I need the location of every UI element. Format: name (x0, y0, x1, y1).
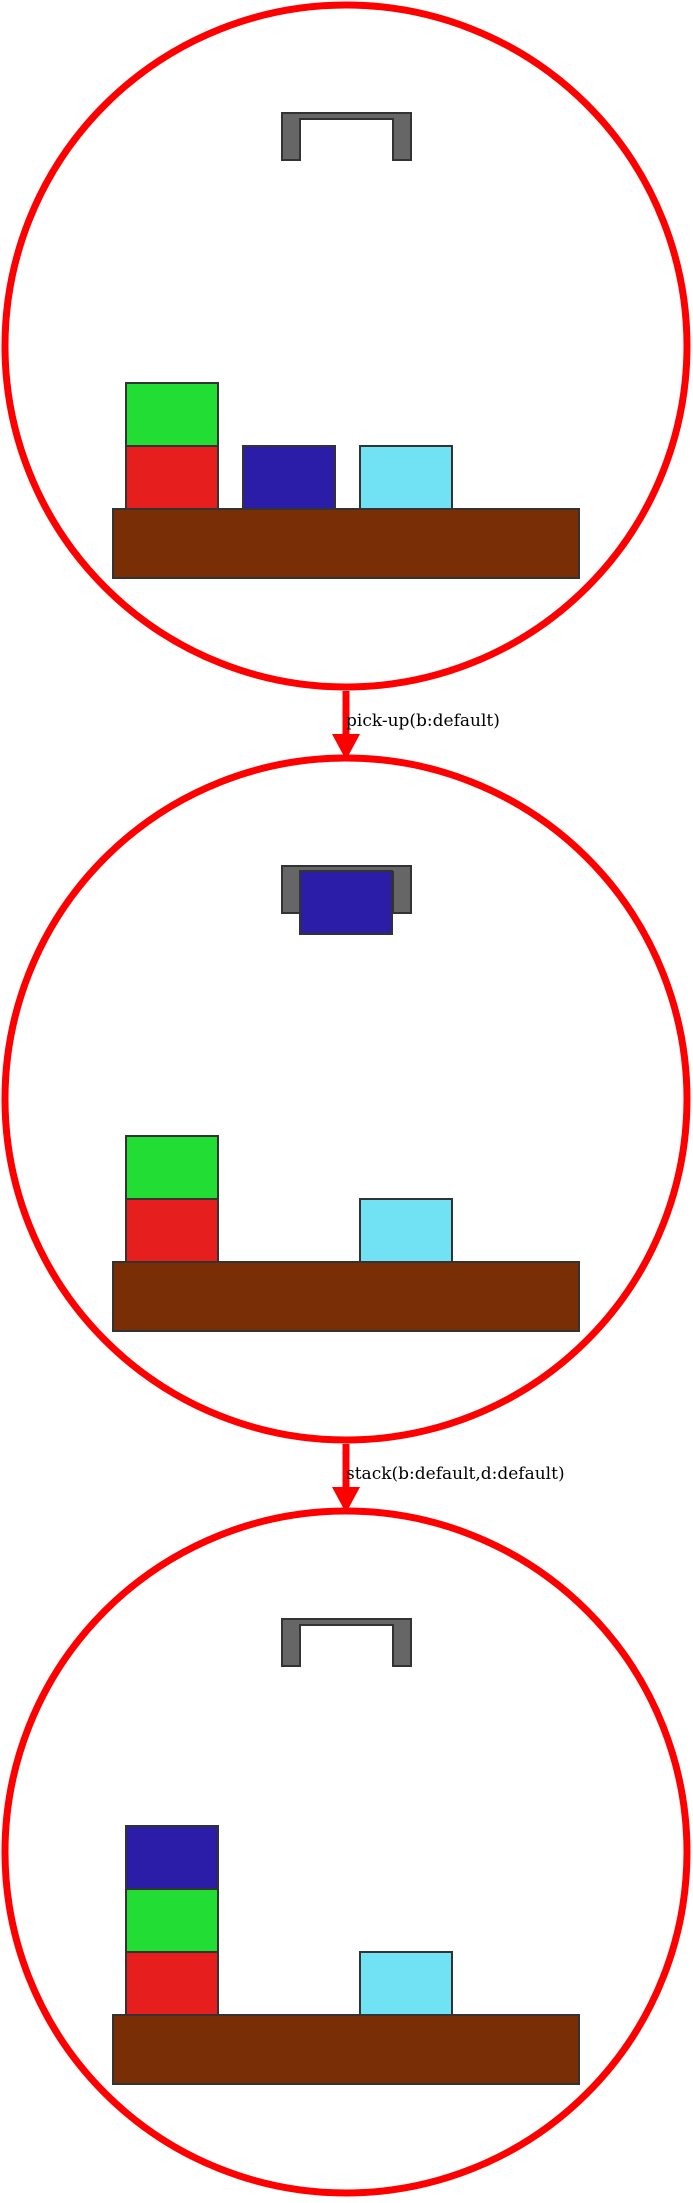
action-label: pick-up(b:default) (346, 711, 500, 731)
gripper (281, 112, 412, 161)
block-cyan (359, 445, 453, 510)
state-circle (1, 1, 691, 691)
block-red (125, 1198, 219, 1263)
block-green (125, 382, 219, 447)
table (112, 1261, 580, 1332)
transition-2: stack(b:default,d:default) (332, 1444, 565, 1513)
table (112, 508, 580, 579)
state-1 (1, 1, 691, 691)
state-2 (1, 754, 691, 1444)
block-green (125, 1888, 219, 1953)
state-3 (1, 1507, 691, 2197)
arrow-head (332, 1487, 360, 1513)
action-label: stack(b:default,d:default) (346, 1464, 565, 1484)
block-blue (125, 1825, 219, 1890)
block-cyan (359, 1198, 453, 1263)
held-block-blue (299, 870, 393, 935)
block-cyan (359, 1951, 453, 2016)
table (112, 2014, 580, 2085)
block-red (125, 445, 219, 510)
state-circle (1, 1507, 691, 2197)
gripper (281, 1618, 412, 1667)
arrow-head (332, 734, 360, 760)
block-green (125, 1135, 219, 1200)
block-red (125, 1951, 219, 2016)
transition-1: pick-up(b:default) (332, 691, 500, 760)
state-circle (1, 754, 691, 1444)
block-blue (242, 445, 336, 510)
